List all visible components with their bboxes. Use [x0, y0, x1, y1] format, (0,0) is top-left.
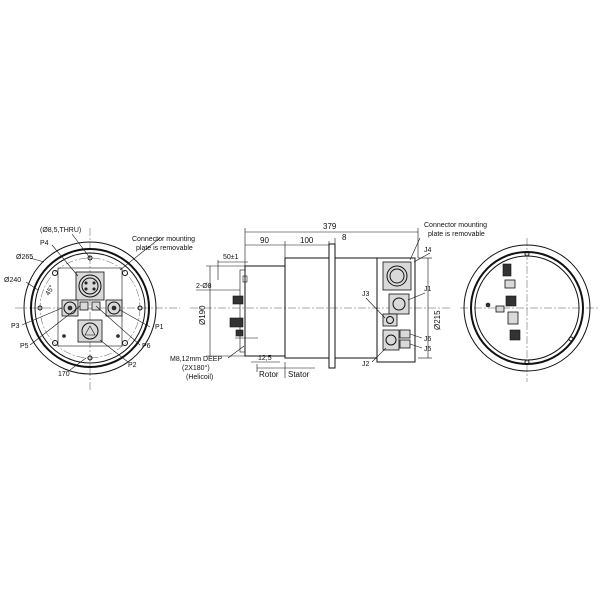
connector-j3	[382, 313, 398, 327]
j2-label: J2	[362, 361, 370, 368]
connector-j1	[388, 293, 410, 315]
flange-ring-circle	[30, 248, 150, 368]
rear-view	[460, 238, 598, 382]
dim-50-label: 50±1	[223, 254, 239, 261]
bolt-hole	[52, 270, 58, 276]
len-90-label: 90	[260, 236, 269, 245]
rear-connector	[504, 279, 516, 289]
d190-label: Ø190	[198, 305, 207, 325]
connector-p1	[105, 299, 123, 317]
connector-p2	[77, 319, 103, 343]
rear-connector	[509, 329, 521, 341]
j4-label: J4	[424, 247, 432, 254]
connector-j5	[399, 339, 411, 349]
outer-flange-circle	[23, 241, 157, 375]
rear-connector	[505, 295, 517, 307]
thread-note-line2: (2X180°)	[182, 364, 210, 372]
j5-label: J5	[424, 346, 432, 353]
rotor-label: Rotor	[259, 370, 279, 379]
overall-length-label: 379	[323, 222, 337, 231]
rotor-connector	[235, 329, 244, 337]
j3-label: J3	[362, 291, 370, 298]
front-view: (Ø8,5,THRU) P4 Ø265 Ø240 45° P3 P5 170 P…	[4, 227, 195, 390]
plate-note-line1: Connector mounting	[424, 222, 487, 229]
pcd-label: 170	[58, 371, 70, 378]
connector-j2	[382, 329, 400, 351]
len-100-label: 100	[300, 236, 314, 245]
flange-8-label: 8	[342, 233, 347, 242]
hole-spec-label: (Ø8,5,THRU)	[40, 227, 81, 234]
thread-note-line3: (Helicoil)	[186, 374, 213, 381]
rotor-body	[244, 265, 286, 357]
d215-label: Ø215	[433, 310, 442, 330]
p5-label: P5	[20, 343, 29, 350]
connector-j4	[382, 261, 412, 291]
p2-label: P2	[128, 362, 137, 369]
connector-j6	[399, 329, 411, 339]
p3-label: P3	[11, 323, 20, 330]
p4-label: P4	[40, 240, 49, 247]
rotor-connector	[229, 317, 244, 328]
thread-note-line1: M8,12mm DEEP	[170, 356, 222, 363]
connector-p3	[61, 299, 79, 317]
j6-label: J6	[424, 336, 432, 343]
connector-p4	[75, 271, 105, 301]
j1-label: J1	[424, 286, 432, 293]
plate-note-line1: Connector mounting	[132, 236, 195, 243]
plate-note-line2: plate is removable	[428, 231, 485, 238]
rotor-connector	[232, 295, 244, 305]
angle-label: 45°	[44, 284, 56, 297]
bolt-hole-label: 2-Ø8	[196, 283, 212, 290]
d240-label: Ø240	[4, 277, 21, 284]
plate-note-line2: plate is removable	[136, 245, 193, 252]
stator-flange	[328, 243, 336, 369]
len-12-5-label: 12,5	[258, 355, 272, 362]
d265-label: Ø265	[16, 254, 33, 261]
rear-connector	[507, 311, 519, 325]
bolt-hole	[122, 270, 128, 276]
rear-outer-circle	[463, 244, 591, 372]
p1-label: P1	[155, 324, 164, 331]
p6-label: P6	[142, 343, 151, 350]
rear-connector	[502, 263, 512, 277]
connector-p5	[79, 301, 89, 311]
side-view: 379 90 100 8 50±1 2-Ø8 Ø190 Ø215 12,5 M8…	[170, 222, 487, 381]
bolt-hole	[122, 340, 128, 346]
bolt-hole	[52, 340, 58, 346]
stator-label: Stator	[288, 370, 310, 379]
